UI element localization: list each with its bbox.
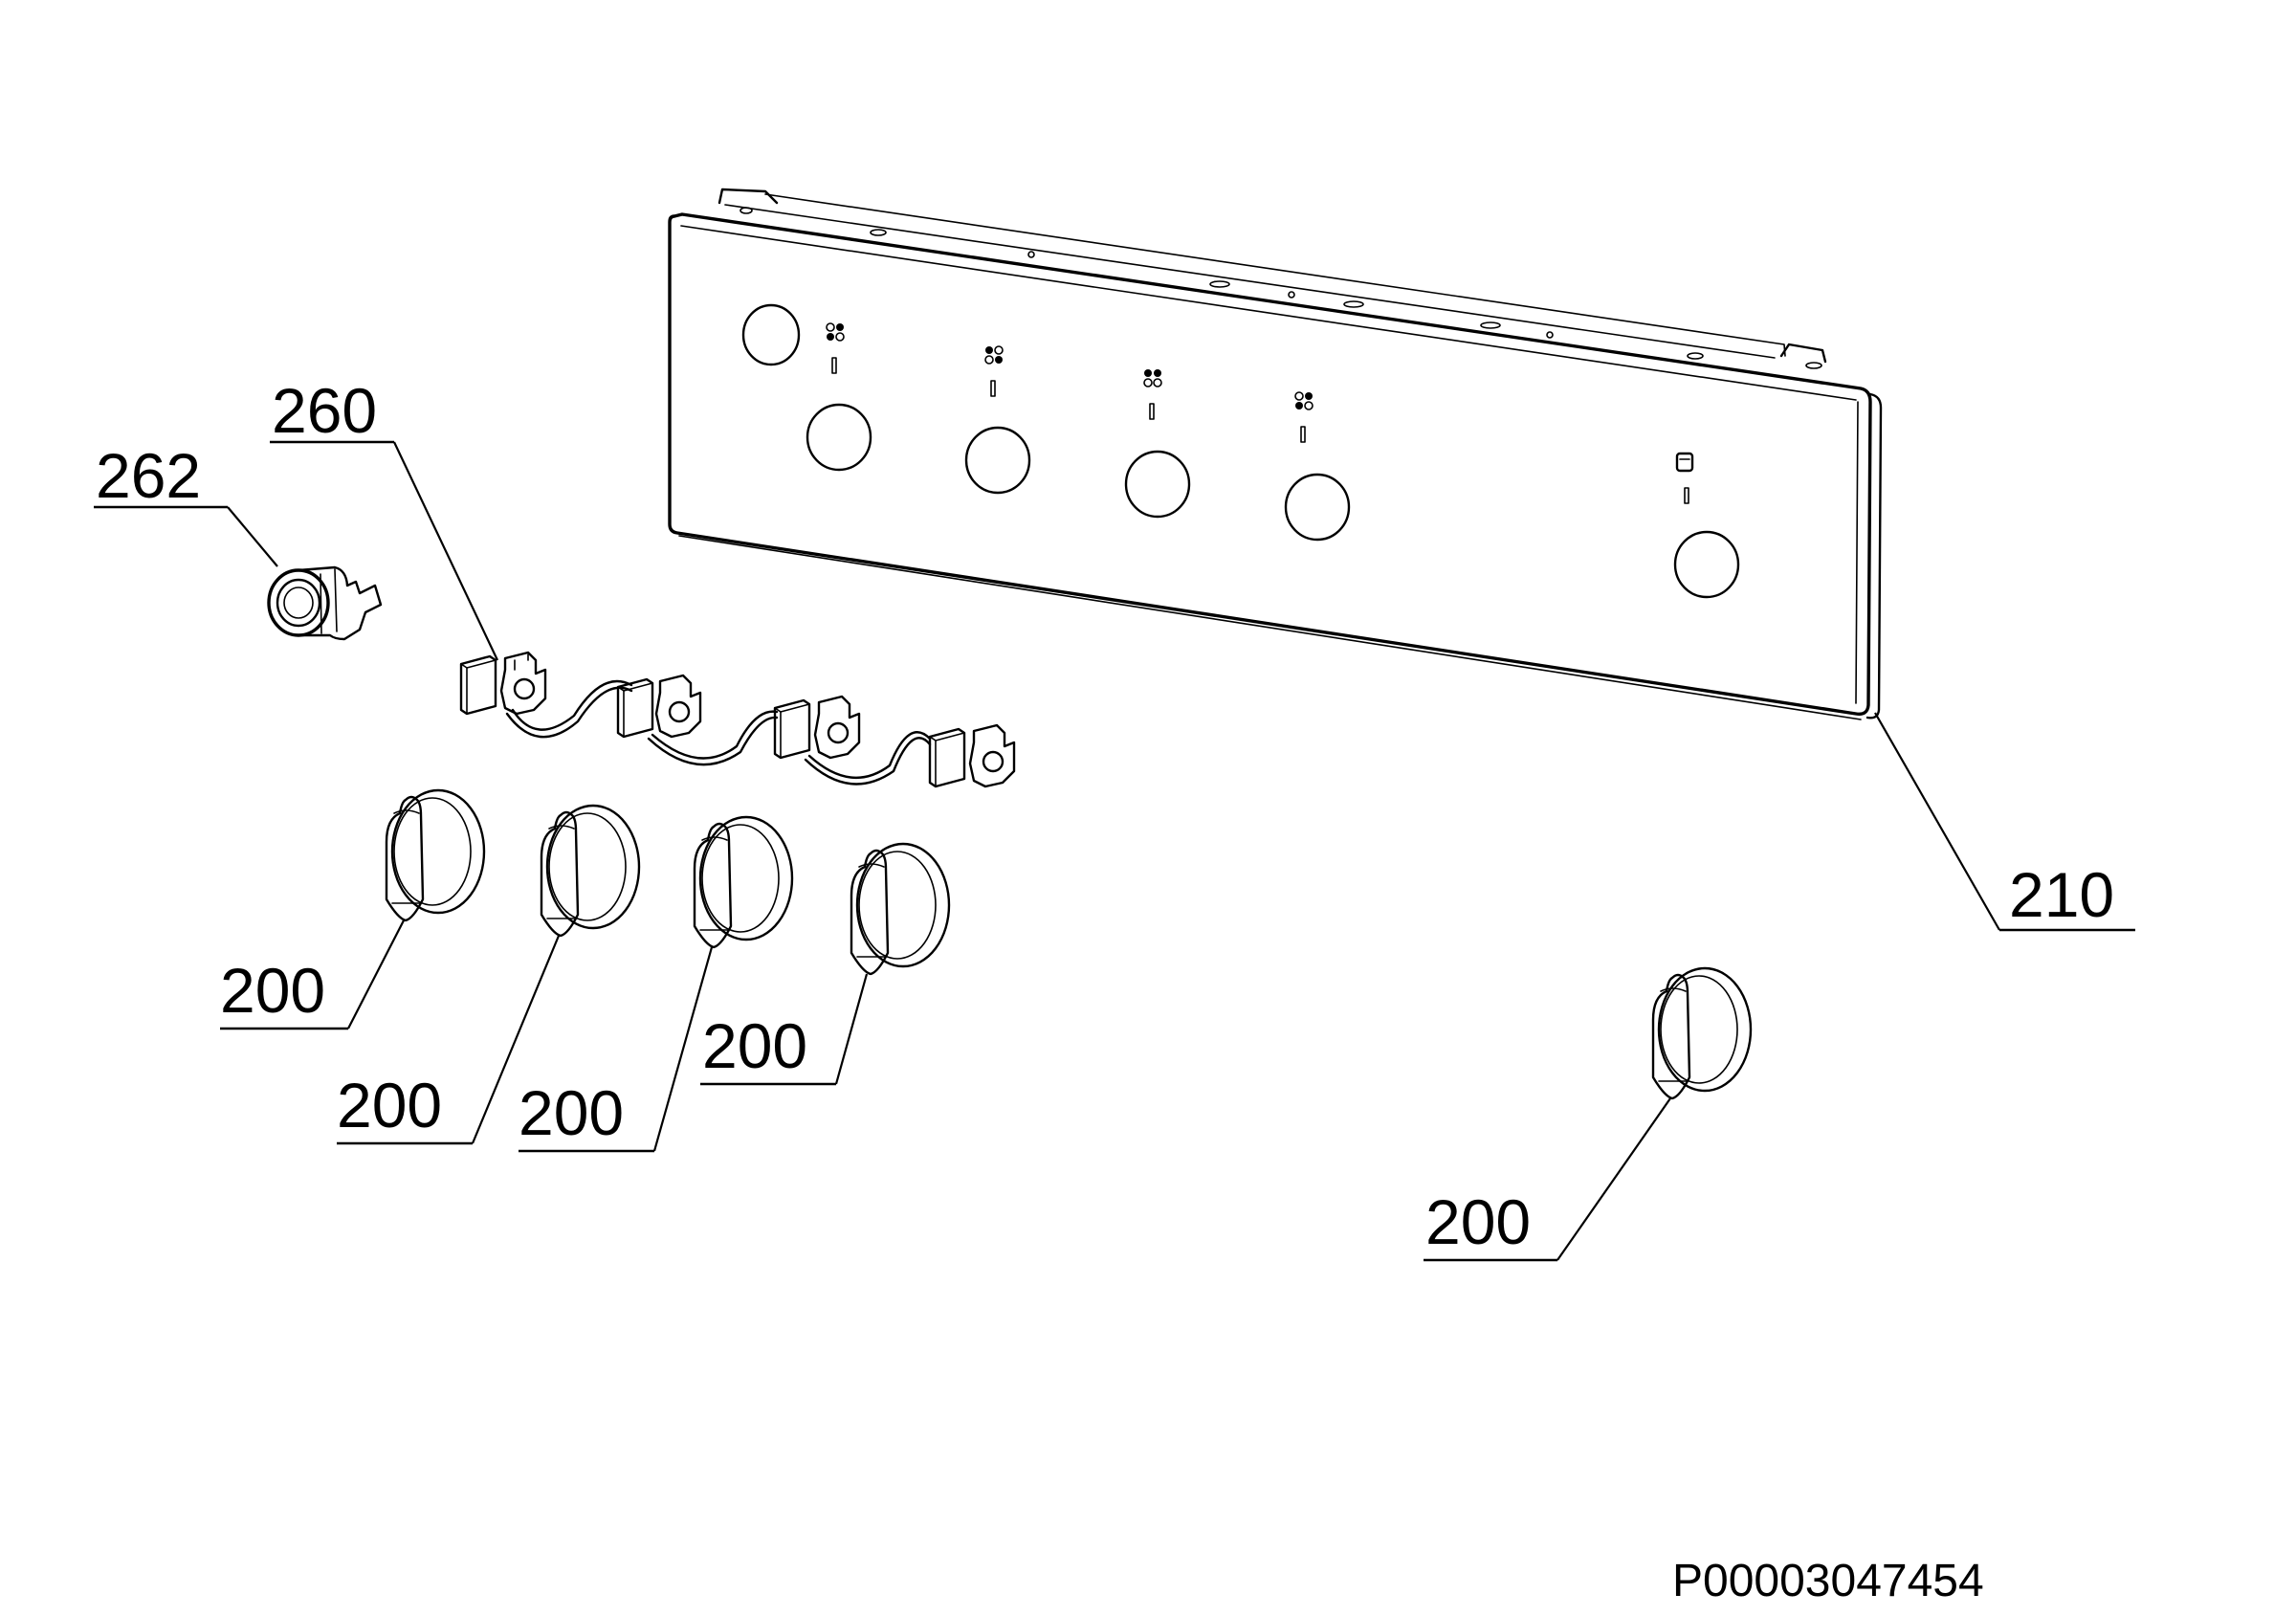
knob-hole-5 bbox=[1673, 530, 1740, 599]
knob-hole-2 bbox=[964, 426, 1031, 495]
switch-1 bbox=[459, 651, 547, 716]
lamp-hole bbox=[741, 303, 801, 366]
knob-hole-4 bbox=[1284, 473, 1351, 542]
document-code: P00003047454 bbox=[1672, 1556, 1984, 1606]
indicator-lamp-icon bbox=[267, 565, 383, 641]
callout-262: 262 bbox=[96, 440, 201, 511]
callout-200-knob-5: 200 bbox=[1425, 1186, 1531, 1257]
control-panel bbox=[668, 188, 1883, 720]
callout-200-knob-2: 200 bbox=[337, 1070, 442, 1140]
four-circle-hob-icon bbox=[826, 322, 845, 374]
leader-lines bbox=[94, 440, 2135, 1262]
callout-200-knob-3: 200 bbox=[519, 1077, 624, 1148]
callout-200-knob-1: 200 bbox=[220, 955, 325, 1026]
flange-holes bbox=[740, 207, 1822, 369]
knob-hole-1 bbox=[806, 403, 872, 472]
four-circle-hob-icon bbox=[1143, 369, 1162, 420]
knob-holes bbox=[806, 403, 1740, 599]
wiring-harness bbox=[459, 651, 1016, 788]
switch-4 bbox=[928, 723, 1016, 788]
knob-2 bbox=[540, 804, 641, 938]
callout-200-knob-4: 200 bbox=[702, 1010, 807, 1081]
four-circle-hob-icon bbox=[984, 345, 1004, 397]
knob-3 bbox=[693, 815, 794, 949]
callout-260: 260 bbox=[272, 375, 377, 446]
knob-5 bbox=[1651, 966, 1753, 1100]
callout-210: 210 bbox=[2009, 859, 2114, 930]
knob-4 bbox=[850, 842, 951, 976]
switch-3 bbox=[773, 695, 861, 760]
knob-1 bbox=[385, 788, 486, 922]
four-circle-hob-icon bbox=[1294, 391, 1314, 443]
knob-hole-3 bbox=[1124, 450, 1191, 519]
oven-icon bbox=[1675, 452, 1694, 504]
